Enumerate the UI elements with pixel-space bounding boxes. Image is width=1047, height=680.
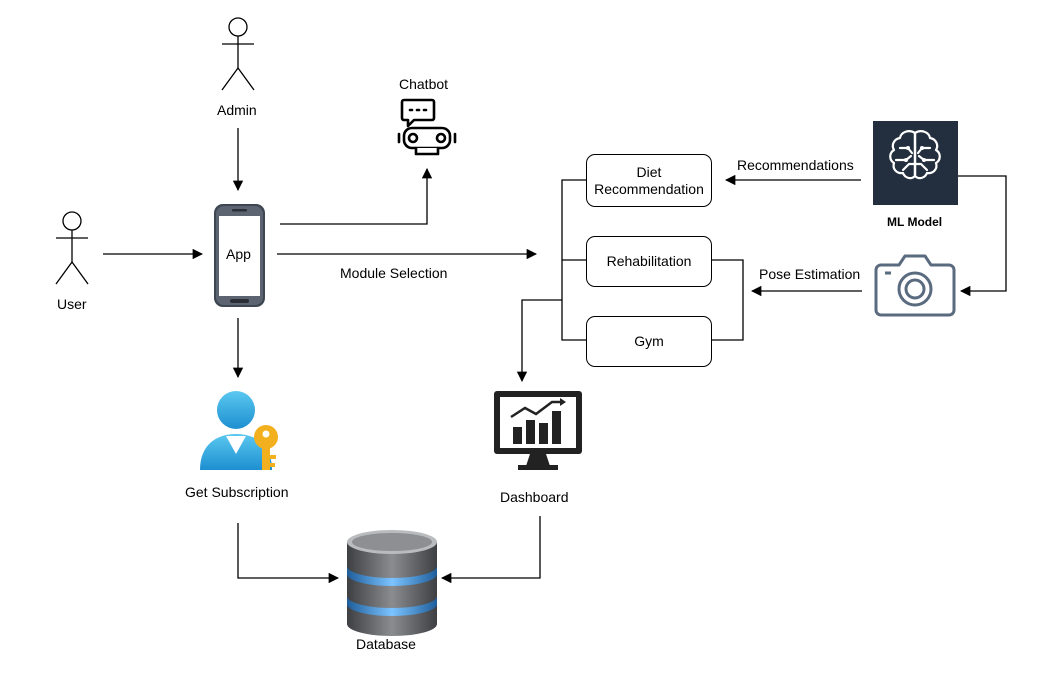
admin-label: Admin [217, 102, 257, 118]
edge-ml-camera [958, 175, 1007, 297]
database-cylinder-icon [347, 530, 437, 636]
dashboard-monitor-chart-icon [494, 391, 582, 470]
rehabilitation-box: Rehabilitation [586, 236, 712, 287]
edge-app-chatbot [280, 167, 433, 225]
get-subscription-label: Get Subscription [185, 484, 289, 500]
dashboard-label: Dashboard [500, 489, 569, 505]
connectors [103, 128, 1007, 584]
pose-estimation-label: Pose Estimation [759, 266, 861, 282]
subscription-user-key-icon [200, 391, 278, 470]
user-stick-figure-icon [55, 211, 89, 285]
app-smartphone-icon [214, 204, 265, 307]
edge-dashboard-database [440, 516, 541, 584]
module-selection-label: Module Selection [340, 265, 448, 281]
gym-label: Gym [634, 333, 664, 349]
right-bracket [711, 259, 744, 341]
diet-recommendation-box: Diet Recommendation [586, 154, 712, 207]
rehabilitation-label: Rehabilitation [606, 253, 692, 269]
chatbot-robot-chat-icon [397, 98, 457, 156]
user-label: User [57, 296, 87, 312]
ml-model-label: ML Model [887, 215, 943, 229]
app-label: App [226, 246, 251, 262]
ml-model-brain-chip-icon [873, 121, 958, 205]
diet-label-line2: Recommendation [594, 180, 704, 197]
admin-stick-figure-icon [221, 17, 255, 91]
edge-modules-dashboard [516, 299, 562, 383]
gym-box: Gym [586, 316, 712, 367]
camera-icon [874, 254, 956, 317]
diet-label-line1: Diet [636, 163, 662, 180]
edge-subscription-database [237, 523, 340, 584]
recommendations-label: Recommendations [737, 157, 854, 173]
chatbot-label: Chatbot [399, 76, 449, 92]
database-label: Database [356, 636, 416, 652]
